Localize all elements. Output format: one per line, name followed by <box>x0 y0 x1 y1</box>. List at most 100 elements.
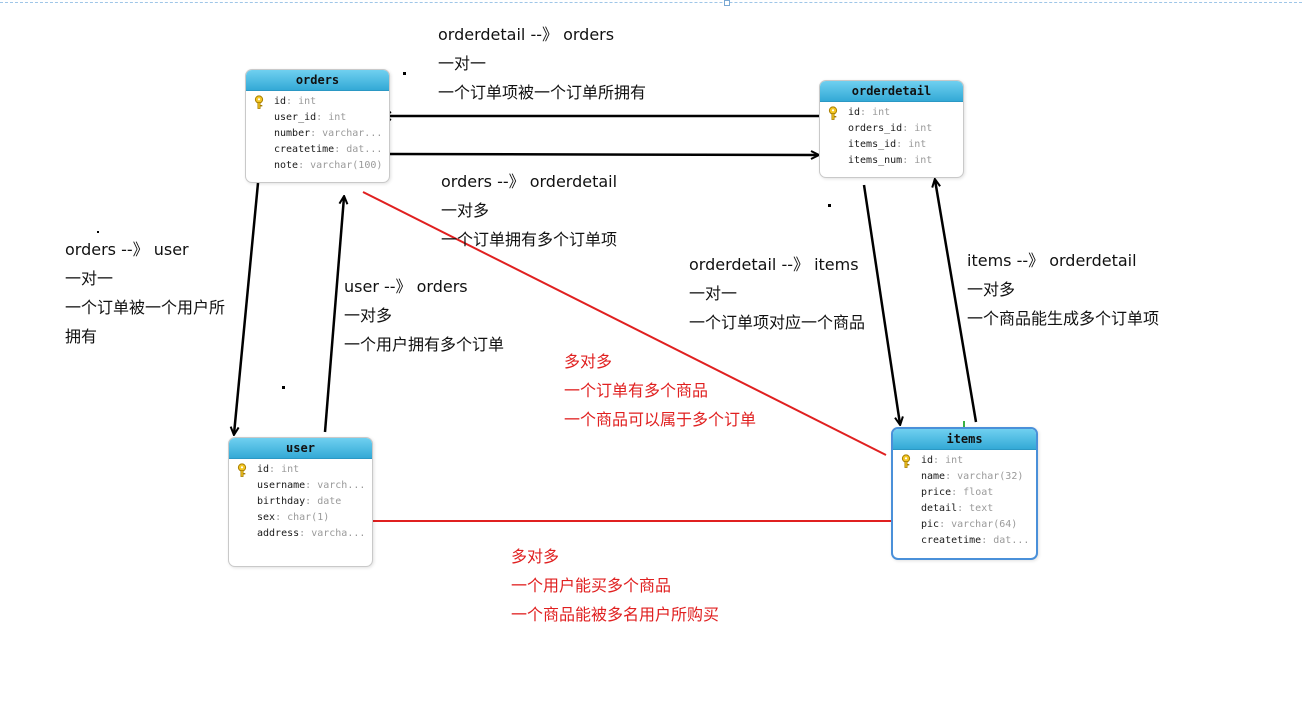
field-name: name <box>921 471 946 482</box>
label-line: 拥有 <box>65 327 98 346</box>
table-orderdetail-title: orderdetail <box>820 81 963 102</box>
label-line: 一对一 <box>689 284 738 303</box>
label-orders-to-orderdetail: orders --》 orderdetail 一对多 一个订单拥有多个订单项 <box>441 167 617 254</box>
label-title: orders --》 orderdetail <box>441 172 618 191</box>
field-row[interactable]: id: int <box>246 94 389 110</box>
field-row[interactable]: createtime: dat... <box>246 142 389 158</box>
stray-dot <box>97 231 99 233</box>
field-row[interactable]: items_num: int <box>820 153 963 169</box>
label-line: 一个用户能买多个商品 <box>511 576 672 595</box>
field-type: : int <box>896 139 927 150</box>
field-type: : dat... <box>981 535 1030 546</box>
label-line: 一个订单项被一个订单所拥有 <box>438 83 647 102</box>
field-name: id <box>848 107 861 118</box>
arrow-user-to-orders <box>323 197 344 433</box>
field-type: : int <box>860 107 891 118</box>
field-row[interactable]: id: int <box>820 105 963 121</box>
field-name: createtime <box>921 535 982 546</box>
field-name: id <box>921 455 934 466</box>
field-type: : varch... <box>305 480 366 491</box>
field-row[interactable]: createtime: dat... <box>893 533 1036 549</box>
label-items-to-orderdetail: items --》 orderdetail 一对多 一个商品能生成多个订单项 <box>967 246 1159 333</box>
items-anchor-mark <box>963 421 965 427</box>
field-row[interactable]: price: float <box>893 485 1036 501</box>
label-line: 一个订单被一个用户所 <box>65 298 226 317</box>
field-type: : date <box>305 496 342 507</box>
label-line: 一个订单拥有多个订单项 <box>441 230 618 249</box>
field-type: : varchar... <box>310 128 383 139</box>
field-name: items_num <box>848 155 903 166</box>
field-row[interactable]: address: varcha... <box>229 526 372 542</box>
label-line: 一对多 <box>441 201 490 220</box>
field-type: : varcha... <box>299 528 366 539</box>
field-row[interactable]: birthday: date <box>229 494 372 510</box>
label-line: 一对多 <box>967 280 1016 299</box>
label-user-items-many-to-many: 多对多 一个用户能买多个商品 一个商品能被多名用户所购买 <box>511 542 719 629</box>
field-row[interactable]: number: varchar... <box>246 126 389 142</box>
label-line: 多对多 <box>564 352 613 371</box>
field-type: : int <box>902 155 933 166</box>
field-row[interactable]: note: varchar(100) <box>246 158 389 174</box>
label-title: orderdetail --》 orders <box>438 25 615 44</box>
table-items-title: items <box>893 429 1036 450</box>
table-user-title: user <box>229 438 372 459</box>
label-orders-items-many-to-many: 多对多 一个订单有多个商品 一个商品可以属于多个订单 <box>564 347 756 434</box>
field-row[interactable]: user_id: int <box>246 110 389 126</box>
label-title: items --》 orderdetail <box>967 251 1137 270</box>
field-name: items_id <box>848 139 897 150</box>
field-name: username <box>257 480 306 491</box>
primary-key-icon <box>253 95 267 109</box>
primary-key-icon <box>236 463 250 477</box>
label-line: 一对一 <box>438 54 487 73</box>
field-name: orders_id <box>848 123 903 134</box>
primary-key-icon <box>900 454 914 468</box>
label-title: orderdetail --》 items <box>689 255 859 274</box>
label-line: 一个订单有多个商品 <box>564 381 709 400</box>
label-line: 一个用户拥有多个订单 <box>344 335 505 354</box>
stray-dot <box>282 386 285 389</box>
field-name: id <box>257 464 270 475</box>
label-line: 一对多 <box>344 306 393 325</box>
label-line: 一对一 <box>65 269 114 288</box>
field-type: : varchar(100) <box>298 160 383 171</box>
field-name: number <box>274 128 311 139</box>
field-row[interactable]: detail: text <box>893 501 1036 517</box>
field-name: address <box>257 528 300 539</box>
label-orderdetail-to-items: orderdetail --》 items 一对一 一个订单项对应一个商品 <box>689 250 865 337</box>
field-name: sex <box>257 512 276 523</box>
arrow-orderdetail-to-items <box>862 184 900 424</box>
field-type: : int <box>933 455 964 466</box>
field-row[interactable]: username: varch... <box>229 478 372 494</box>
field-name: price <box>921 487 952 498</box>
field-row[interactable]: name: varchar(32) <box>893 469 1036 485</box>
label-title: user --》 orders <box>344 277 468 296</box>
field-row[interactable]: orders_id: int <box>820 121 963 137</box>
field-type: : text <box>957 503 994 514</box>
line-orders-items <box>362 191 887 456</box>
label-line: 一个商品可以属于多个订单 <box>564 410 757 429</box>
field-name: detail <box>921 503 958 514</box>
field-row[interactable]: items_id: int <box>820 137 963 153</box>
field-type: : int <box>269 464 300 475</box>
stray-dot <box>403 72 406 75</box>
page-top-handle[interactable] <box>724 0 730 6</box>
field-row[interactable]: id: int <box>893 453 1036 469</box>
label-title: orders --》 user <box>65 240 189 259</box>
primary-key-icon <box>827 106 841 120</box>
table-orders-title: orders <box>246 70 389 91</box>
field-type: : varchar(32) <box>945 471 1024 482</box>
arrow-orders-to-orderdetail <box>387 154 818 155</box>
field-name: pic <box>921 519 940 530</box>
label-line: 一个订单项对应一个商品 <box>689 313 866 332</box>
field-row[interactable]: pic: varchar(64) <box>893 517 1036 533</box>
field-row[interactable]: sex: char(1) <box>229 510 372 526</box>
field-row[interactable]: id: int <box>229 462 372 478</box>
field-type: : int <box>902 123 933 134</box>
